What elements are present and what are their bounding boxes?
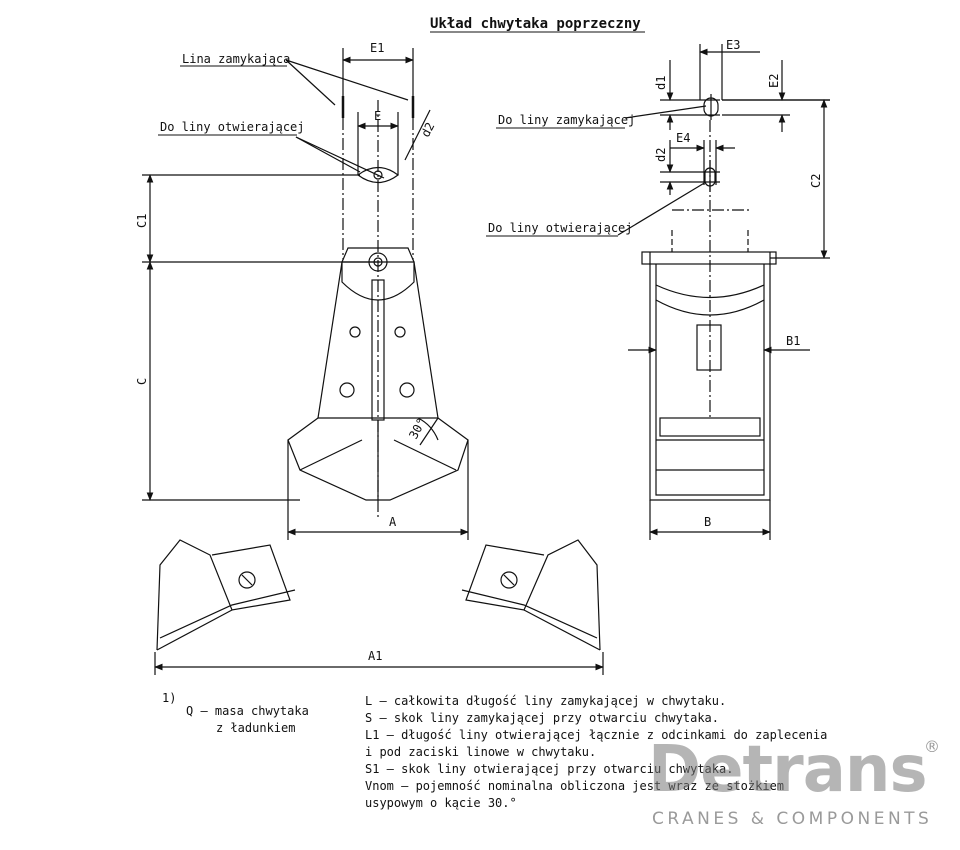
logo-tagline: CRANES & COMPONENTS bbox=[652, 809, 933, 829]
dim-E3: E3 bbox=[726, 38, 740, 52]
logo-registered-mark: ® bbox=[924, 737, 940, 756]
dim-E4: E4 bbox=[676, 131, 690, 145]
q-note: Q – masa chwytaka z ładunkiem bbox=[186, 703, 309, 737]
dim-C2: C2 bbox=[809, 174, 823, 188]
note-line: L1 – długość liny otwierającej łącznie z… bbox=[365, 728, 828, 742]
note-line: L – całkowita długość liny zamykającej w… bbox=[365, 694, 727, 708]
label-to-opening-rope-right: Do liny otwierającej bbox=[488, 221, 633, 235]
note-line: usypowym o kącie 30.° bbox=[365, 796, 517, 810]
dim-B1: B1 bbox=[786, 334, 800, 348]
dim-E: E bbox=[374, 109, 381, 123]
dim-E1: E1 bbox=[370, 41, 384, 55]
dim-C: C bbox=[135, 378, 149, 385]
dim-d2-right: d2 bbox=[654, 148, 668, 162]
note-line: S1 – skok liny otwierającej przy otwarci… bbox=[365, 762, 734, 776]
dim-B: B bbox=[704, 515, 711, 529]
dim-d2-left: d2 bbox=[418, 120, 437, 139]
dim-C1: C1 bbox=[135, 214, 149, 228]
note-line: S – skok liny zamykającej przy otwarciu … bbox=[365, 711, 720, 725]
label-to-opening-rope-left: Do liny otwierającej bbox=[160, 120, 305, 134]
detrans-logo: Detrans ® CRANES & COMPONENTS bbox=[648, 735, 948, 835]
dim-A1: A1 bbox=[368, 649, 382, 663]
dim-E2: E2 bbox=[767, 74, 781, 88]
dim-d1: d1 bbox=[654, 76, 668, 90]
q-note-line1: Q – masa chwytaka bbox=[186, 704, 309, 718]
note-line: Vnom – pojemność nominalna obliczona jes… bbox=[365, 779, 785, 793]
logo-name: Detrans bbox=[648, 733, 928, 807]
footnote-marker: 1) bbox=[162, 691, 177, 705]
q-note-line2: z ładunkiem bbox=[216, 721, 296, 735]
notes-list: L – całkowita długość liny zamykającej w… bbox=[365, 693, 827, 812]
note-line: i pod zaciski linowe w chwytaku. bbox=[365, 745, 597, 759]
label-to-closing-rope-right: Do liny zamykającej bbox=[498, 113, 635, 127]
label-closing-rope: Lina zamykająca bbox=[182, 52, 290, 66]
dim-A: A bbox=[389, 515, 397, 529]
drawing-title: Układ chwytaka poprzeczny bbox=[430, 16, 641, 32]
